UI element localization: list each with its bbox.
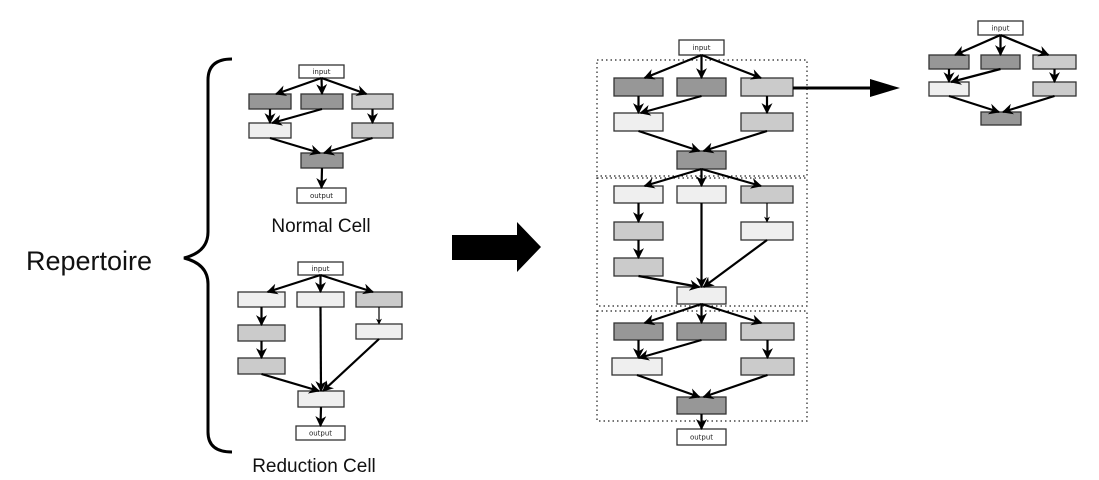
curly-brace	[183, 57, 233, 454]
edge-arrow	[949, 67, 1001, 85]
op-node	[928, 54, 970, 70]
network-output-node-label: output	[690, 434, 713, 442]
op-node	[237, 324, 286, 342]
op-node	[676, 396, 727, 415]
edge-arrow	[638, 129, 701, 154]
input-node-label: input	[312, 68, 330, 76]
op-node	[613, 112, 664, 132]
op-node	[237, 357, 286, 375]
op-node	[351, 122, 394, 139]
output-node-label: output	[310, 192, 333, 200]
op-node	[740, 357, 795, 376]
edge-arrow	[702, 129, 768, 154]
edge-arrow	[261, 372, 321, 394]
op-node	[740, 185, 794, 204]
edge-arrow	[643, 53, 702, 80]
edge-arrow	[701, 167, 763, 189]
edge-arrow	[320, 273, 375, 295]
big-arrow-icon	[452, 222, 541, 272]
normal-cell-diagram: input output	[248, 64, 394, 204]
op-node	[300, 152, 344, 169]
detail-cell-diagram: input	[928, 20, 1077, 126]
repertoire-label: Repertoire	[26, 246, 152, 276]
edge-arrow	[269, 136, 322, 156]
network-input-node-label: input	[692, 44, 710, 52]
op-node	[740, 112, 794, 132]
op-node	[1032, 81, 1077, 97]
edge-arrow	[702, 239, 768, 288]
op-node	[740, 322, 795, 341]
reduction-cell-diagram: input output	[237, 261, 403, 441]
edge-arrow	[316, 167, 328, 190]
edge-arrow	[701, 53, 763, 80]
op-node	[1032, 54, 1077, 70]
reduction-cell-label: Reduction Cell	[252, 456, 376, 477]
op-node	[355, 323, 403, 340]
op-node	[613, 257, 664, 277]
edge-arrow	[270, 107, 323, 126]
op-node	[928, 81, 970, 97]
edge-arrow	[948, 94, 1001, 115]
edge-arrow	[953, 33, 1001, 57]
op-node	[740, 221, 794, 241]
op-node	[248, 122, 292, 139]
op-node	[613, 221, 664, 241]
input-node-label: input	[991, 25, 1009, 33]
op-node	[351, 93, 394, 110]
op-node	[296, 291, 345, 308]
edge-arrow	[639, 94, 702, 116]
edge-arrow	[322, 136, 373, 156]
op-node	[676, 322, 727, 341]
op-node	[676, 150, 727, 170]
op-node	[613, 322, 664, 341]
op-node	[300, 93, 344, 110]
edge-arrow	[638, 274, 701, 291]
op-node	[980, 111, 1022, 126]
edge-arrow	[701, 302, 763, 326]
op-node	[297, 390, 345, 408]
normal-cell-label: Normal Cell	[271, 216, 370, 237]
op-node	[355, 291, 403, 308]
op-node	[676, 77, 727, 97]
zoom-arrow-head-icon	[870, 79, 900, 97]
edge-arrow	[702, 373, 768, 399]
edge-arrow	[315, 406, 327, 428]
edge-arrow	[322, 338, 380, 392]
stacked-network: input output	[596, 39, 808, 446]
op-node	[676, 185, 727, 204]
op-node	[613, 185, 664, 204]
edge-arrow	[321, 76, 368, 96]
op-node	[740, 77, 794, 97]
input-node-label: input	[311, 265, 329, 273]
edge-arrow	[266, 273, 321, 295]
op-node	[676, 286, 727, 305]
edge-arrow	[643, 167, 702, 189]
edge-arrow	[316, 77, 328, 96]
edge-arrow	[1001, 94, 1055, 115]
edge-arrow	[274, 76, 322, 96]
edge-arrow	[1000, 33, 1050, 57]
edge-arrow	[637, 338, 702, 361]
op-node	[237, 291, 286, 308]
op-node	[611, 357, 663, 376]
op-node	[248, 93, 292, 110]
op-node	[980, 54, 1021, 70]
edge-arrow	[636, 373, 701, 399]
op-node	[613, 77, 664, 97]
edge-arrow	[315, 306, 327, 393]
output-node-label: output	[309, 430, 332, 438]
edge-arrow	[643, 302, 702, 326]
